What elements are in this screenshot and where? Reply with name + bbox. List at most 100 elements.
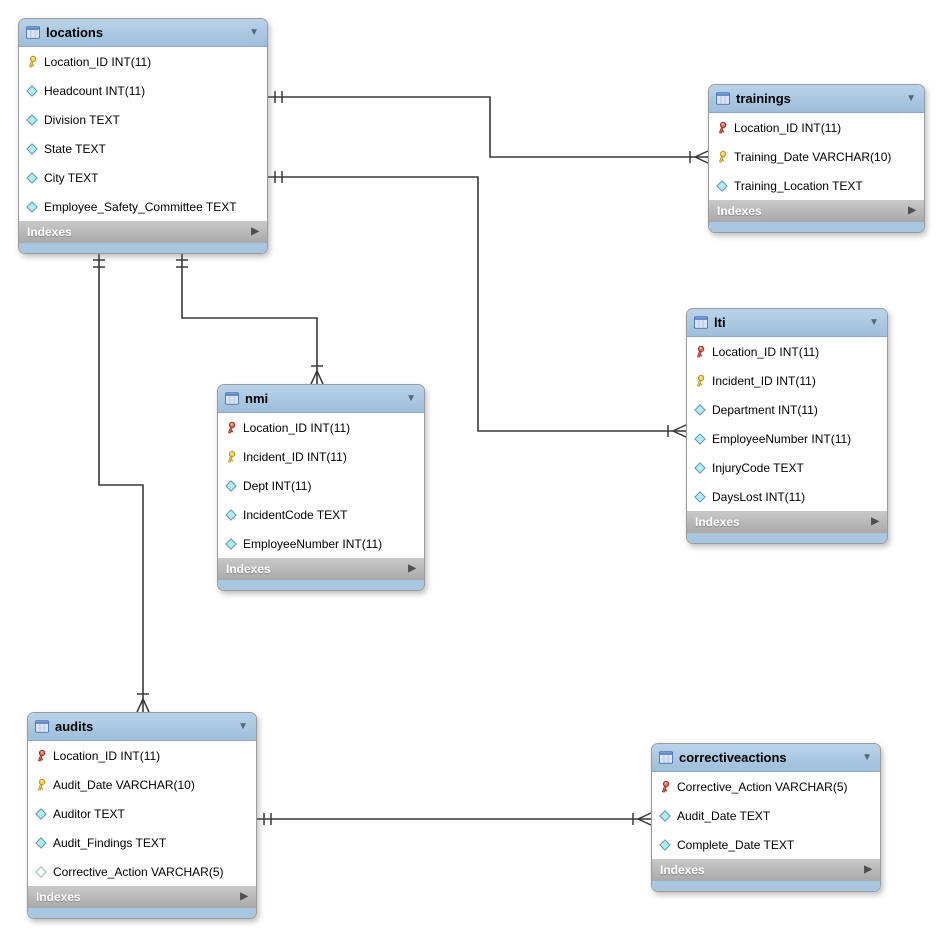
expand-arrow-icon[interactable]: ▶ <box>908 205 916 216</box>
column-text: Audit_Findings TEXT <box>53 835 167 850</box>
column-text: State TEXT <box>44 141 106 156</box>
column-icon <box>658 838 672 852</box>
table-header[interactable]: audits ▼ <box>28 713 256 741</box>
column-row[interactable]: Corrective_Action VARCHAR(5) <box>28 857 256 886</box>
table-header[interactable]: trainings▼ <box>709 85 924 113</box>
table-trainings[interactable]: trainings▼ Location_ID INT(11) Training_Da… <box>708 84 925 233</box>
column-row[interactable]: Location_ID INT(11) <box>28 741 256 770</box>
table-icon <box>716 92 730 106</box>
column-row[interactable]: Division TEXT <box>19 105 267 134</box>
relationship-connector-locations-nmi[interactable] <box>176 251 324 385</box>
column-text: Location_ID INT(11) <box>44 54 152 69</box>
column-row[interactable]: IncidentCode TEXT <box>218 500 424 529</box>
column-row[interactable]: Auditor TEXT <box>28 799 256 828</box>
expand-arrow-icon[interactable]: ▶ <box>408 563 416 574</box>
table-icon <box>694 316 708 330</box>
column-icon <box>224 508 238 522</box>
expand-arrow-icon[interactable]: ▶ <box>871 516 879 527</box>
column-icon <box>25 84 39 98</box>
indexes-section[interactable]: Indexes ▶ <box>19 221 267 243</box>
indexes-section[interactable]: Indexes▶ <box>687 511 887 533</box>
indexes-label: Indexes <box>27 225 72 239</box>
indexes-section[interactable]: Indexes ▶ <box>652 859 880 881</box>
column-row[interactable]: Audit_Date VARCHAR(10) <box>28 770 256 799</box>
column-text: Corrective_Action VARCHAR(5) <box>53 864 224 879</box>
table-bottom-strip <box>652 881 880 891</box>
collapse-arrow-icon[interactable]: ▼ <box>906 92 916 104</box>
collapse-arrow-icon[interactable]: ▼ <box>869 316 879 328</box>
column-row[interactable]: Employee_Safety_Committee TEXT <box>19 192 267 221</box>
column-row[interactable]: DaysLost INT(11) <box>687 482 887 511</box>
column-row[interactable]: Audit_Findings TEXT <box>28 828 256 857</box>
column-text: Location_ID INT(11) <box>712 344 820 359</box>
indexes-label: Indexes <box>660 863 705 877</box>
column-icon <box>693 403 707 417</box>
column-row[interactable]: Dept INT(11) <box>218 471 424 500</box>
relationship-connector-locations-lti[interactable] <box>266 171 687 438</box>
table-title: audits <box>55 719 94 734</box>
table-header[interactable]: lti▼ <box>687 309 887 337</box>
table-icon <box>659 751 673 765</box>
table-bottom-strip <box>709 222 924 232</box>
column-text: Location_ID INT(11) <box>734 120 842 135</box>
expand-arrow-icon[interactable]: ▶ <box>251 226 259 237</box>
column-text: Training_Location TEXT <box>734 178 863 193</box>
column-row[interactable]: Location_ID INT(11) <box>19 47 267 76</box>
collapse-arrow-icon[interactable]: ▼ <box>406 392 416 404</box>
table-header[interactable]: locations▼ <box>19 19 267 47</box>
table-nmi[interactable]: nmi▼ Location_ID INT(11) Incident_ID INT(1… <box>217 384 425 591</box>
column-text: Location_ID INT(11) <box>243 420 351 435</box>
column-row[interactable]: Audit_Date TEXT <box>652 801 880 830</box>
column-nullable-icon <box>34 865 48 879</box>
column-text: EmployeeNumber INT(11) <box>243 536 383 551</box>
column-text: Complete_Date TEXT <box>677 837 795 852</box>
column-row[interactable]: InjuryCode TEXT <box>687 453 887 482</box>
column-row[interactable]: Incident_ID INT(11) <box>218 442 424 471</box>
column-text: Department INT(11) <box>712 402 818 417</box>
column-row[interactable]: Corrective_Action VARCHAR(5) <box>652 772 880 801</box>
relationship-connector-locations-trainings[interactable] <box>266 91 709 164</box>
column-text: IncidentCode TEXT <box>243 507 348 522</box>
column-icon <box>34 836 48 850</box>
table-audits[interactable]: audits ▼ Location_ID INT(11)Audit_Date VAR… <box>27 712 257 919</box>
column-row[interactable]: State TEXT <box>19 134 267 163</box>
indexes-label: Indexes <box>226 562 271 576</box>
collapse-arrow-icon[interactable]: ▼ <box>862 751 872 763</box>
table-bottom-strip <box>19 243 267 253</box>
table-header[interactable]: correctiveactions▼ <box>652 744 880 772</box>
column-row[interactable]: Training_Date VARCHAR(10) <box>709 142 924 171</box>
column-text: Dept INT(11) <box>243 478 312 493</box>
column-row[interactable]: Location_ID INT(11) <box>709 113 924 142</box>
primary-key-icon <box>693 374 707 388</box>
primary-key-icon <box>715 150 729 164</box>
column-row[interactable]: City TEXT <box>19 163 267 192</box>
column-row[interactable]: Location_ID INT(11) <box>218 413 424 442</box>
column-row[interactable]: Incident_ID INT(11) <box>687 366 887 395</box>
column-row[interactable]: Headcount INT(11) <box>19 76 267 105</box>
column-icon <box>34 807 48 821</box>
indexes-section[interactable]: Indexes▶ <box>709 200 924 222</box>
table-correctiveactions[interactable]: correctiveactions▼Corrective_Action VARC… <box>651 743 881 892</box>
column-row[interactable]: Location_ID INT(11) <box>687 337 887 366</box>
collapse-arrow-icon[interactable]: ▼ <box>238 720 248 732</box>
relationship-connector-audits-correctiveactions[interactable] <box>255 812 652 826</box>
column-row[interactable]: EmployeeNumber INT(11) <box>687 424 887 453</box>
table-header[interactable]: nmi▼ <box>218 385 424 413</box>
column-row[interactable]: EmployeeNumber INT(11) <box>218 529 424 558</box>
expand-arrow-icon[interactable]: ▶ <box>240 891 248 902</box>
indexes-section[interactable]: Indexes▶ <box>28 886 256 908</box>
table-lti[interactable]: lti▼ Location_ID INT(11) Incident_ID INT(1… <box>686 308 888 544</box>
column-row[interactable]: Complete_Date TEXT <box>652 830 880 859</box>
table-locations[interactable]: locations▼ Location_ID INT(11) Headcount I… <box>18 18 268 254</box>
column-row[interactable]: Department INT(11) <box>687 395 887 424</box>
table-icon <box>225 392 239 406</box>
expand-arrow-icon[interactable]: ▶ <box>864 864 872 875</box>
column-row[interactable]: Training_Location TEXT <box>709 171 924 200</box>
column-text: City TEXT <box>44 170 99 185</box>
column-icon <box>25 171 39 185</box>
foreign-primary-key-icon <box>658 780 672 794</box>
collapse-arrow-icon[interactable]: ▼ <box>249 26 259 38</box>
indexes-section[interactable]: Indexes ▶ <box>218 558 424 580</box>
relationship-connector-locations-audits[interactable] <box>93 251 150 713</box>
